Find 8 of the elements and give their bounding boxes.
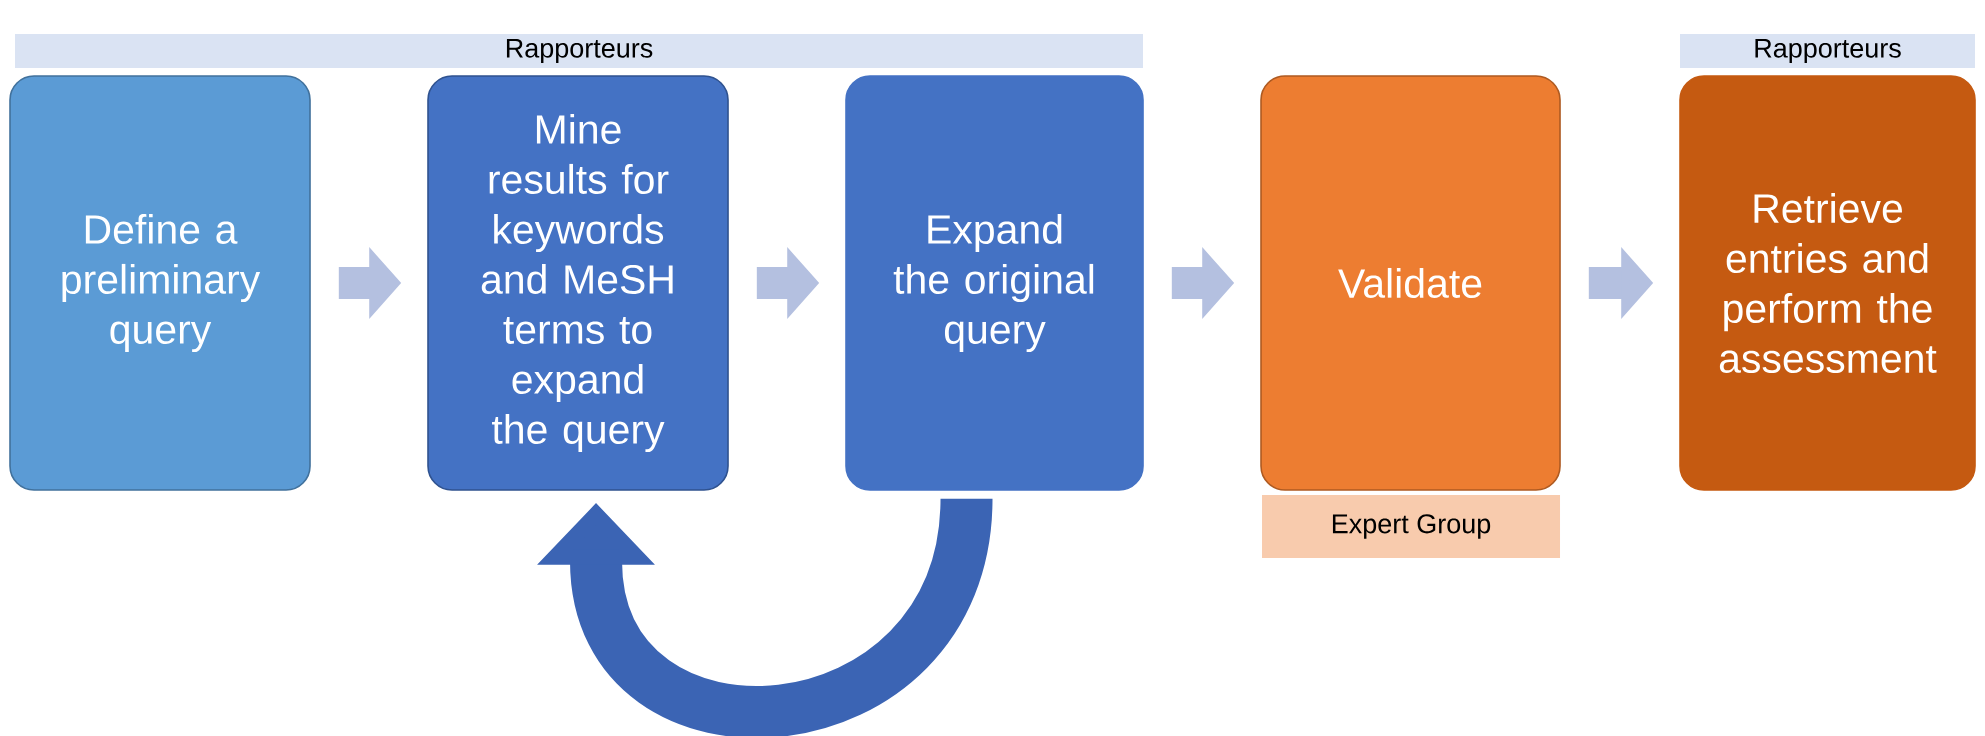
role-band: Rapporteurs — [15, 34, 1143, 68]
role-band: Expert Group — [1262, 495, 1560, 558]
role-band: Rapporteurs — [1680, 34, 1975, 68]
process-box: Validate — [1260, 75, 1561, 491]
process-box: Expand the original query — [845, 75, 1144, 491]
process-box: Retrieve entries and perform the assessment — [1679, 75, 1976, 491]
process-box: Define a preliminary query — [9, 75, 311, 491]
process-box: Mine results for keywords and MeSH terms to expand the query — [427, 75, 729, 491]
